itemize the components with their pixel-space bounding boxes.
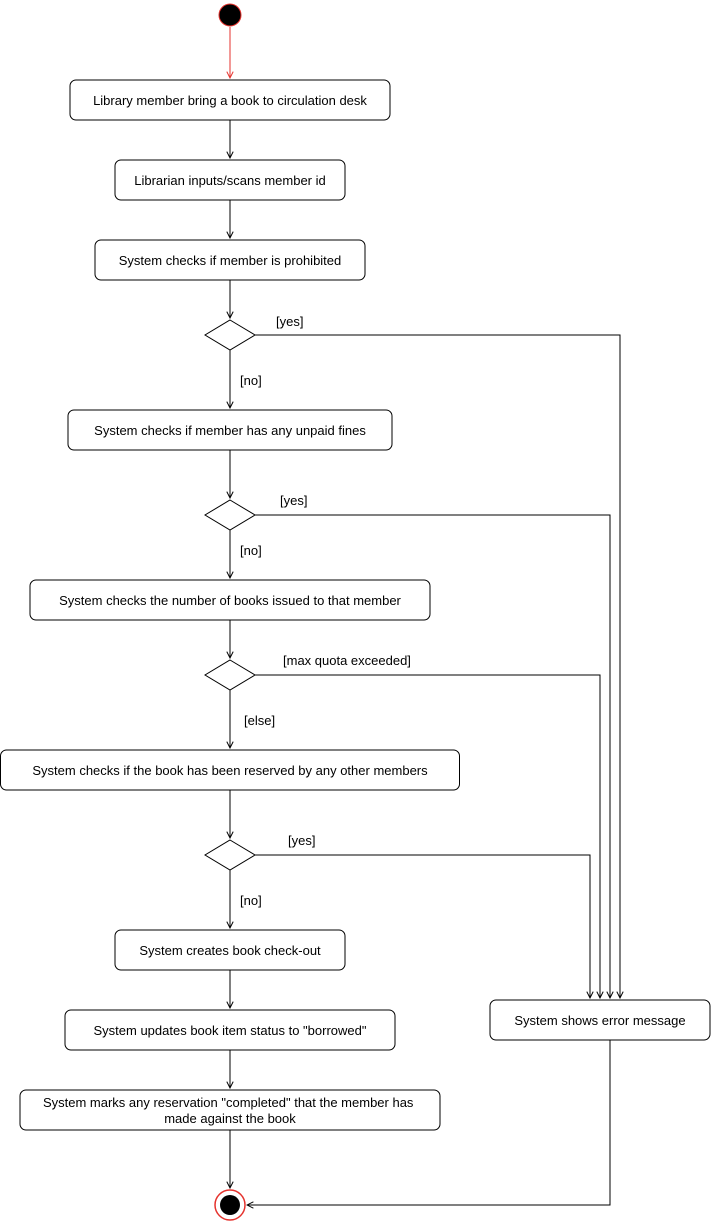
action-check-quota: System checks the number of books issued… — [29, 579, 431, 621]
final-node — [214, 1189, 246, 1221]
action-scan-id-label: Librarian inputs/scans member id — [134, 173, 325, 188]
decision-prohibited — [204, 319, 256, 351]
action-bring-book: Library member bring a book to circulati… — [69, 79, 391, 121]
action-update-status-label: System updates book item status to "borr… — [94, 1023, 367, 1038]
action-check-fines-label: System checks if member has any unpaid f… — [94, 423, 366, 438]
action-create-checkout: System creates book check-out — [114, 929, 346, 971]
guard-d4-yes: [yes] — [288, 833, 315, 848]
action-check-prohibited-label: System checks if member is prohibited — [119, 253, 342, 268]
flow-d3-exceeded — [255, 674, 600, 998]
action-error-message: System shows error message — [489, 999, 711, 1041]
guard-d2-no: [no] — [240, 543, 262, 558]
flow-d4-yes — [255, 854, 590, 998]
guard-d1-no: [no] — [240, 373, 262, 388]
action-check-prohibited: System checks if member is prohibited — [94, 239, 366, 281]
action-mark-reservation-line1: System marks any reservation "completed"… — [43, 1095, 414, 1110]
flow-error-final — [247, 1040, 611, 1205]
action-check-reserved: System checks if the book has been reser… — [0, 749, 460, 791]
guard-d3-exceeded: [max quota exceeded] — [283, 653, 411, 668]
action-check-quota-label: System checks the number of books issued… — [59, 593, 401, 608]
flow-d1-yes — [255, 334, 620, 998]
guard-d4-no: [no] — [240, 893, 262, 908]
guard-d2-yes: [yes] — [280, 493, 307, 508]
flow-d2-yes — [255, 514, 610, 998]
decision-quota — [204, 659, 256, 691]
decision-reserved — [204, 839, 256, 871]
action-mark-reservation-label: System marks any reservation "completed"… — [43, 1095, 417, 1126]
action-scan-id: Librarian inputs/scans member id — [114, 159, 346, 201]
action-mark-reservation-line2: made against the book — [164, 1111, 296, 1126]
action-mark-reservation: System marks any reservation "completed"… — [19, 1089, 441, 1131]
action-update-status: System updates book item status to "borr… — [64, 1009, 396, 1051]
decision-fines — [204, 499, 256, 531]
guard-d1-yes: [yes] — [276, 314, 303, 329]
action-check-fines: System checks if member has any unpaid f… — [67, 409, 393, 451]
action-check-reserved-label: System checks if the book has been reser… — [32, 763, 428, 778]
action-bring-book-label: Library member bring a book to circulati… — [93, 93, 367, 108]
action-error-message-label: System shows error message — [514, 1013, 685, 1028]
action-create-checkout-label: System creates book check-out — [139, 943, 321, 958]
initial-node — [218, 3, 242, 27]
guard-d3-else: [else] — [244, 713, 275, 728]
